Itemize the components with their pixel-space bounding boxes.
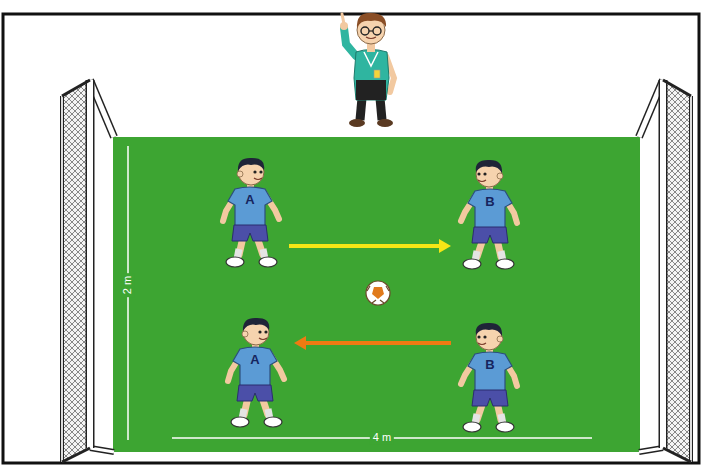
arrow-shaft <box>306 341 451 345</box>
soccer-ball <box>366 281 390 305</box>
player-figure <box>461 160 517 269</box>
jersey-letter: A <box>250 353 259 366</box>
teacher-figure <box>340 13 394 127</box>
arrow-shaft <box>289 244 439 248</box>
arrow-head <box>439 239 451 253</box>
player-node: A <box>220 315 290 430</box>
pass-arrow <box>289 239 451 253</box>
jersey-letter: B <box>485 195 494 208</box>
arrow-head <box>294 336 306 350</box>
dimension-label: 2 m <box>121 273 134 297</box>
outer-frame <box>3 14 699 463</box>
left-goal <box>62 80 114 462</box>
player-figure <box>461 323 517 432</box>
grass-field <box>113 137 640 452</box>
pass-arrow <box>294 336 451 350</box>
player-node: A <box>215 155 285 270</box>
right-goal <box>639 80 691 462</box>
jersey-letter: B <box>485 358 494 371</box>
dimension-label: 4 m <box>370 431 394 444</box>
dimension-lines <box>128 146 592 440</box>
player-figure <box>223 158 279 267</box>
jersey-letter: A <box>245 193 254 206</box>
player-figure <box>228 318 284 427</box>
player-node: B <box>455 320 525 435</box>
player-node: B <box>455 157 525 272</box>
